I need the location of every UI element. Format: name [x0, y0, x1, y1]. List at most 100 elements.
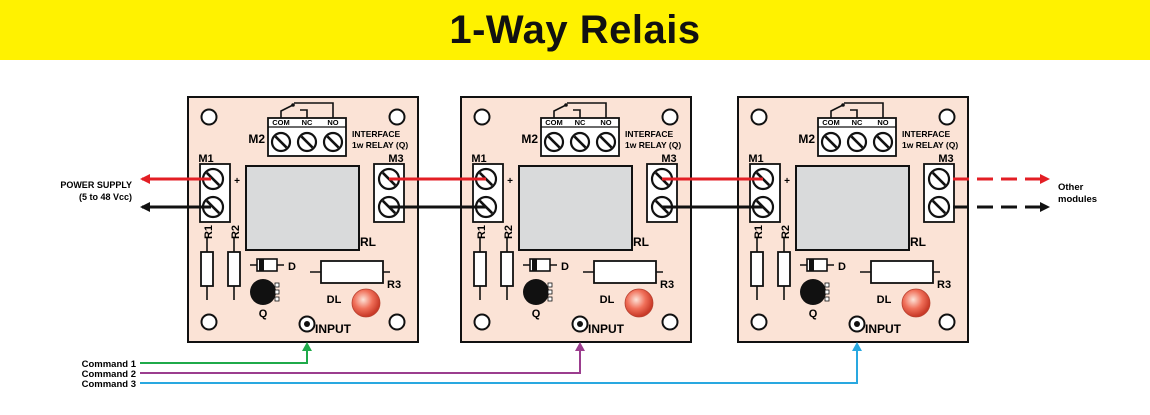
m2-label: M2	[798, 132, 815, 146]
relay-body	[795, 165, 910, 251]
transistor-q	[250, 279, 280, 305]
input-label: INPUT	[588, 322, 625, 336]
no-label: NO	[600, 118, 611, 127]
r3-label: R3	[387, 279, 401, 291]
mounting-hole	[200, 313, 218, 331]
m2-label: M2	[521, 132, 538, 146]
r1-label: R1	[203, 225, 215, 239]
mounting-hole	[473, 108, 491, 126]
interface-label: INTERFACE	[625, 129, 674, 139]
m3-screw-negative	[927, 195, 951, 219]
led-dl	[351, 288, 381, 318]
transistor-q	[800, 279, 830, 305]
power-supply-label: POWER SUPPLY	[60, 180, 132, 190]
page-title: 1-Way Relais	[449, 7, 701, 52]
com-label: COM	[545, 118, 563, 127]
r1-label: R1	[753, 225, 765, 239]
input-terminal	[298, 315, 316, 333]
d-label: D	[838, 261, 846, 273]
other-modules-label-2: modules	[1058, 194, 1097, 205]
resistor-r3	[583, 260, 663, 284]
command-1-label: Command 1	[82, 359, 137, 370]
diode-d	[523, 258, 557, 272]
no-label: NO	[877, 118, 888, 127]
mounting-hole	[473, 313, 491, 331]
r1-label: R1	[476, 225, 488, 239]
m2-no-screw	[872, 131, 894, 153]
relay-body	[245, 165, 360, 251]
relay-switch-symbol	[280, 102, 334, 118]
input-terminal	[571, 315, 589, 333]
m3-label: M3	[661, 153, 676, 165]
m3-label: M3	[938, 153, 953, 165]
command-3-label: Command 3	[82, 379, 136, 390]
resistor-r1	[750, 238, 764, 300]
mounting-hole	[938, 313, 956, 331]
power-supply-voltage-label: (5 to 48 Vcc)	[79, 192, 132, 202]
transistor-q	[523, 279, 553, 305]
r3-label: R3	[937, 279, 951, 291]
m2-label: M2	[248, 132, 265, 146]
mounting-hole	[938, 108, 956, 126]
command-arrow	[575, 342, 585, 351]
m1-label: M1	[471, 153, 486, 165]
rl-label: RL	[910, 235, 926, 249]
input-label: INPUT	[315, 322, 352, 336]
m2-nc-screw	[569, 131, 591, 153]
command-2-wire	[140, 342, 585, 374]
q-label: Q	[809, 308, 818, 320]
relay-label: 1w RELAY (Q)	[902, 140, 958, 150]
mounting-hole	[388, 108, 406, 126]
nc-label: NC	[302, 118, 313, 127]
relay-switch-symbol	[553, 102, 607, 118]
resistor-r2	[500, 238, 514, 300]
command-2-label: Command 2	[82, 369, 136, 380]
command-3-wire	[140, 342, 862, 384]
com-label: COM	[272, 118, 290, 127]
resistor-r3	[860, 260, 940, 284]
m1-label: M1	[198, 153, 213, 165]
mounting-hole	[661, 313, 679, 331]
diode-d	[800, 258, 834, 272]
mounting-hole	[750, 108, 768, 126]
relay-label: 1w RELAY (Q)	[352, 140, 408, 150]
plus-label: +	[507, 176, 513, 187]
m2-no-screw	[322, 131, 344, 153]
resistor-r2	[227, 238, 241, 300]
q-label: Q	[259, 308, 268, 320]
command-arrow	[302, 342, 312, 351]
no-label: NO	[327, 118, 338, 127]
plus-label: +	[234, 176, 240, 187]
relay-switch-symbol	[830, 102, 884, 118]
m1-screw-negative	[201, 195, 225, 219]
rl-label: RL	[633, 235, 649, 249]
r3-label: R3	[660, 279, 674, 291]
relay-label: 1w RELAY (Q)	[625, 140, 681, 150]
command-arrow	[852, 342, 862, 351]
command-wiring	[140, 342, 862, 384]
m2-nc-screw	[846, 131, 868, 153]
m2-com-screw	[270, 131, 292, 153]
mounting-hole	[661, 108, 679, 126]
dl-label: DL	[877, 294, 892, 306]
r2-label: R2	[780, 225, 792, 239]
input-label: INPUT	[865, 322, 902, 336]
dl-label: DL	[327, 294, 342, 306]
diode-d	[250, 258, 284, 272]
r2-label: R2	[230, 225, 242, 239]
other-modules-label: Other	[1058, 182, 1084, 193]
nc-label: NC	[575, 118, 586, 127]
m2-nc-screw	[296, 131, 318, 153]
q-label: Q	[532, 308, 541, 320]
plus-label: +	[784, 176, 790, 187]
resistor-r2	[777, 238, 791, 300]
interface-label: INTERFACE	[902, 129, 951, 139]
resistor-r1	[473, 238, 487, 300]
m3-screw-positive	[927, 167, 951, 191]
resistor-r1	[200, 238, 214, 300]
